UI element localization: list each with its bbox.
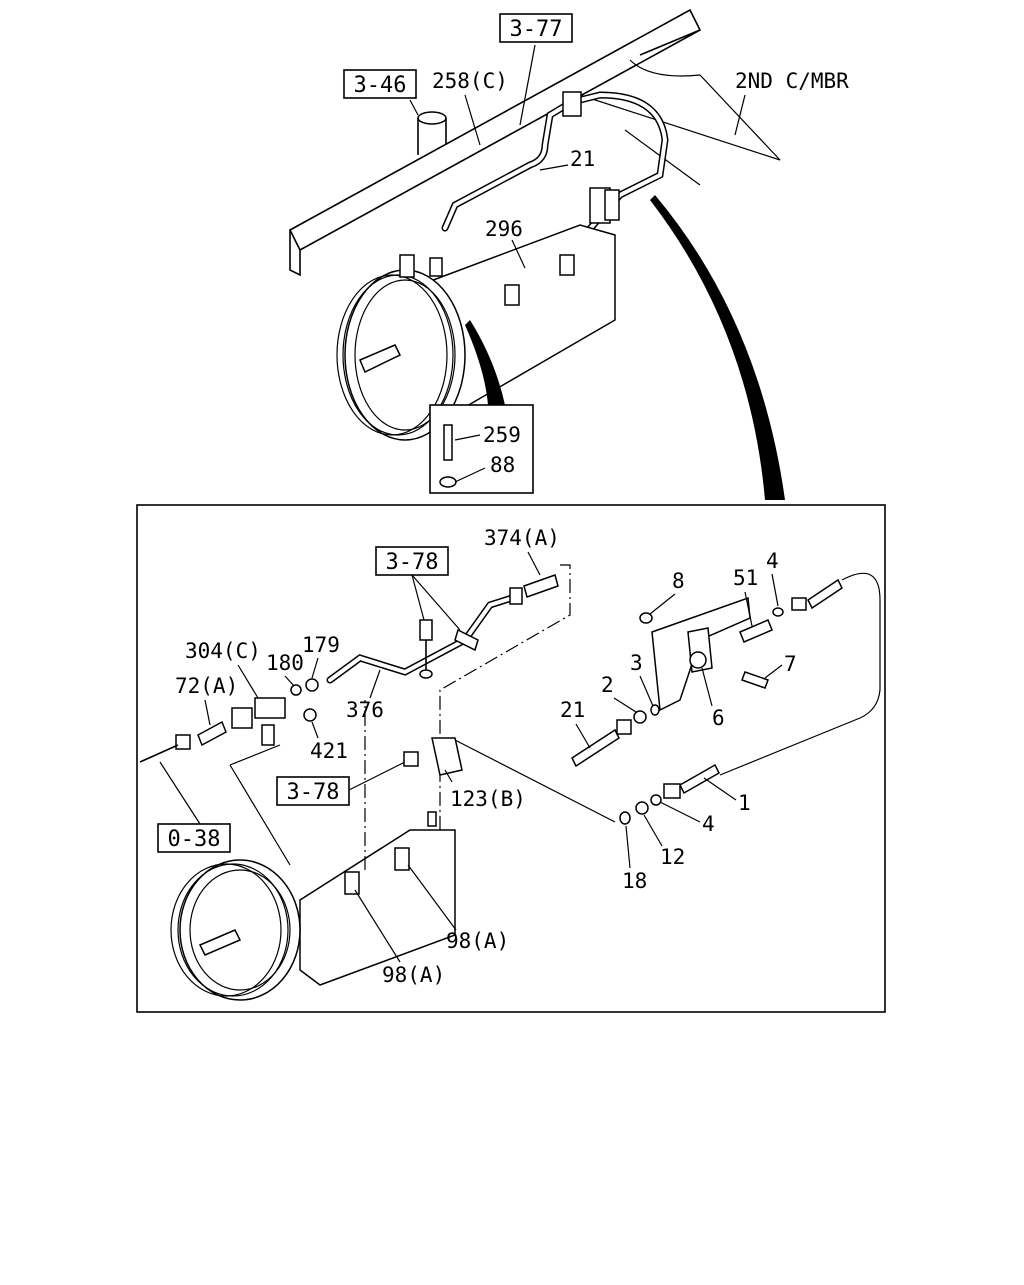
label-72a: 72(A) xyxy=(175,674,238,698)
ref-3-77-label: 3-77 xyxy=(510,17,563,42)
label-88: 88 xyxy=(490,453,515,477)
label-98a-right: 98(A) xyxy=(446,929,509,953)
leader-72a xyxy=(204,699,211,726)
ref-0-38-label: 0-38 xyxy=(168,827,221,852)
label-259: 259 xyxy=(483,423,521,447)
ref-3-46-label: 3-46 xyxy=(354,73,407,98)
label-296: 296 xyxy=(485,217,523,241)
pipe-376 xyxy=(326,564,571,850)
fuel-pipe-stub xyxy=(417,111,447,155)
ref-box-3-78-mid[interactable]: 3-78 xyxy=(276,776,350,806)
label-123b: 123(B) xyxy=(450,787,526,811)
leader-374a xyxy=(527,551,541,576)
label-179: 179 xyxy=(302,633,340,657)
label-6: 6 xyxy=(712,706,725,730)
leader-2 xyxy=(613,697,637,713)
rod-21 xyxy=(571,704,660,768)
label-21: 21 xyxy=(560,698,585,722)
leader-179 xyxy=(311,657,319,679)
label-7: 7 xyxy=(784,652,797,676)
leader-98a-right xyxy=(407,864,457,931)
ref-3-78-mid-label: 3-78 xyxy=(287,780,340,805)
label-8: 8 xyxy=(672,569,685,593)
leader-6 xyxy=(701,667,713,707)
air-tank-top xyxy=(336,189,620,441)
brake-pipe-21 xyxy=(441,91,669,244)
leader-3-78-b xyxy=(411,574,461,631)
ref-box-0-38[interactable]: 0-38 xyxy=(157,823,231,853)
fittings-left xyxy=(139,678,319,866)
frame-rail xyxy=(288,8,781,277)
leader-304c xyxy=(237,664,259,699)
leader-1 xyxy=(703,777,737,801)
ref-box-3-77[interactable]: 3-77 xyxy=(499,13,573,43)
leader-180 xyxy=(284,675,295,687)
leader-421 xyxy=(311,721,319,739)
leader-7 xyxy=(764,664,783,679)
label-51: 51 xyxy=(733,566,758,590)
leader-0-38 xyxy=(159,761,201,825)
leader-51 xyxy=(744,591,753,627)
inset-box-259-88: 259 88 xyxy=(429,404,534,494)
label-304c: 304(C) xyxy=(185,639,261,663)
clip-bolt xyxy=(419,619,479,679)
leader-21 xyxy=(575,723,591,749)
leader-8 xyxy=(649,593,676,615)
air-tank-bottom xyxy=(170,700,456,1001)
leader-123b xyxy=(444,769,453,783)
label-421: 421 xyxy=(310,739,348,763)
rod-1 xyxy=(650,763,720,806)
leaders-top xyxy=(409,44,746,269)
label-374a: 374(A) xyxy=(484,526,560,550)
leader-4-top xyxy=(771,573,779,607)
leader-3-78-a xyxy=(411,574,425,621)
ref-box-3-78-top[interactable]: 3-78 xyxy=(375,546,449,576)
label-98a-left: 98(A) xyxy=(382,963,445,987)
label-4-top: 4 xyxy=(766,549,779,573)
leader-376 xyxy=(369,669,381,699)
detail-panel xyxy=(136,504,886,1013)
label-258c: 258(C) xyxy=(432,69,508,93)
detail-callout-arrow xyxy=(465,195,785,500)
bracket-123b xyxy=(403,737,616,827)
ref-box-3-46[interactable]: 3-46 xyxy=(343,69,417,99)
label-4-bottom: 4 xyxy=(702,812,715,836)
label-3: 3 xyxy=(630,651,643,675)
label-18: 18 xyxy=(622,869,647,893)
cross-member xyxy=(579,94,781,186)
label-2: 2 xyxy=(601,673,614,697)
leader-18 xyxy=(625,825,631,869)
ref-3-78-top-label: 3-78 xyxy=(386,550,439,575)
leader-98a-left xyxy=(354,889,401,963)
label-2nd-c-mbr: 2ND C/MBR xyxy=(735,69,849,93)
leader-4-bottom xyxy=(659,801,701,823)
pivot-bracket xyxy=(639,572,881,776)
label-1: 1 xyxy=(738,791,751,815)
leader-3 xyxy=(639,675,654,707)
leader-3-78-mid xyxy=(348,761,406,791)
leader-12 xyxy=(643,814,663,847)
washers-lower xyxy=(619,801,649,825)
label-21-top: 21 xyxy=(570,147,595,171)
label-180: 180 xyxy=(266,651,304,675)
label-12: 12 xyxy=(660,845,685,869)
